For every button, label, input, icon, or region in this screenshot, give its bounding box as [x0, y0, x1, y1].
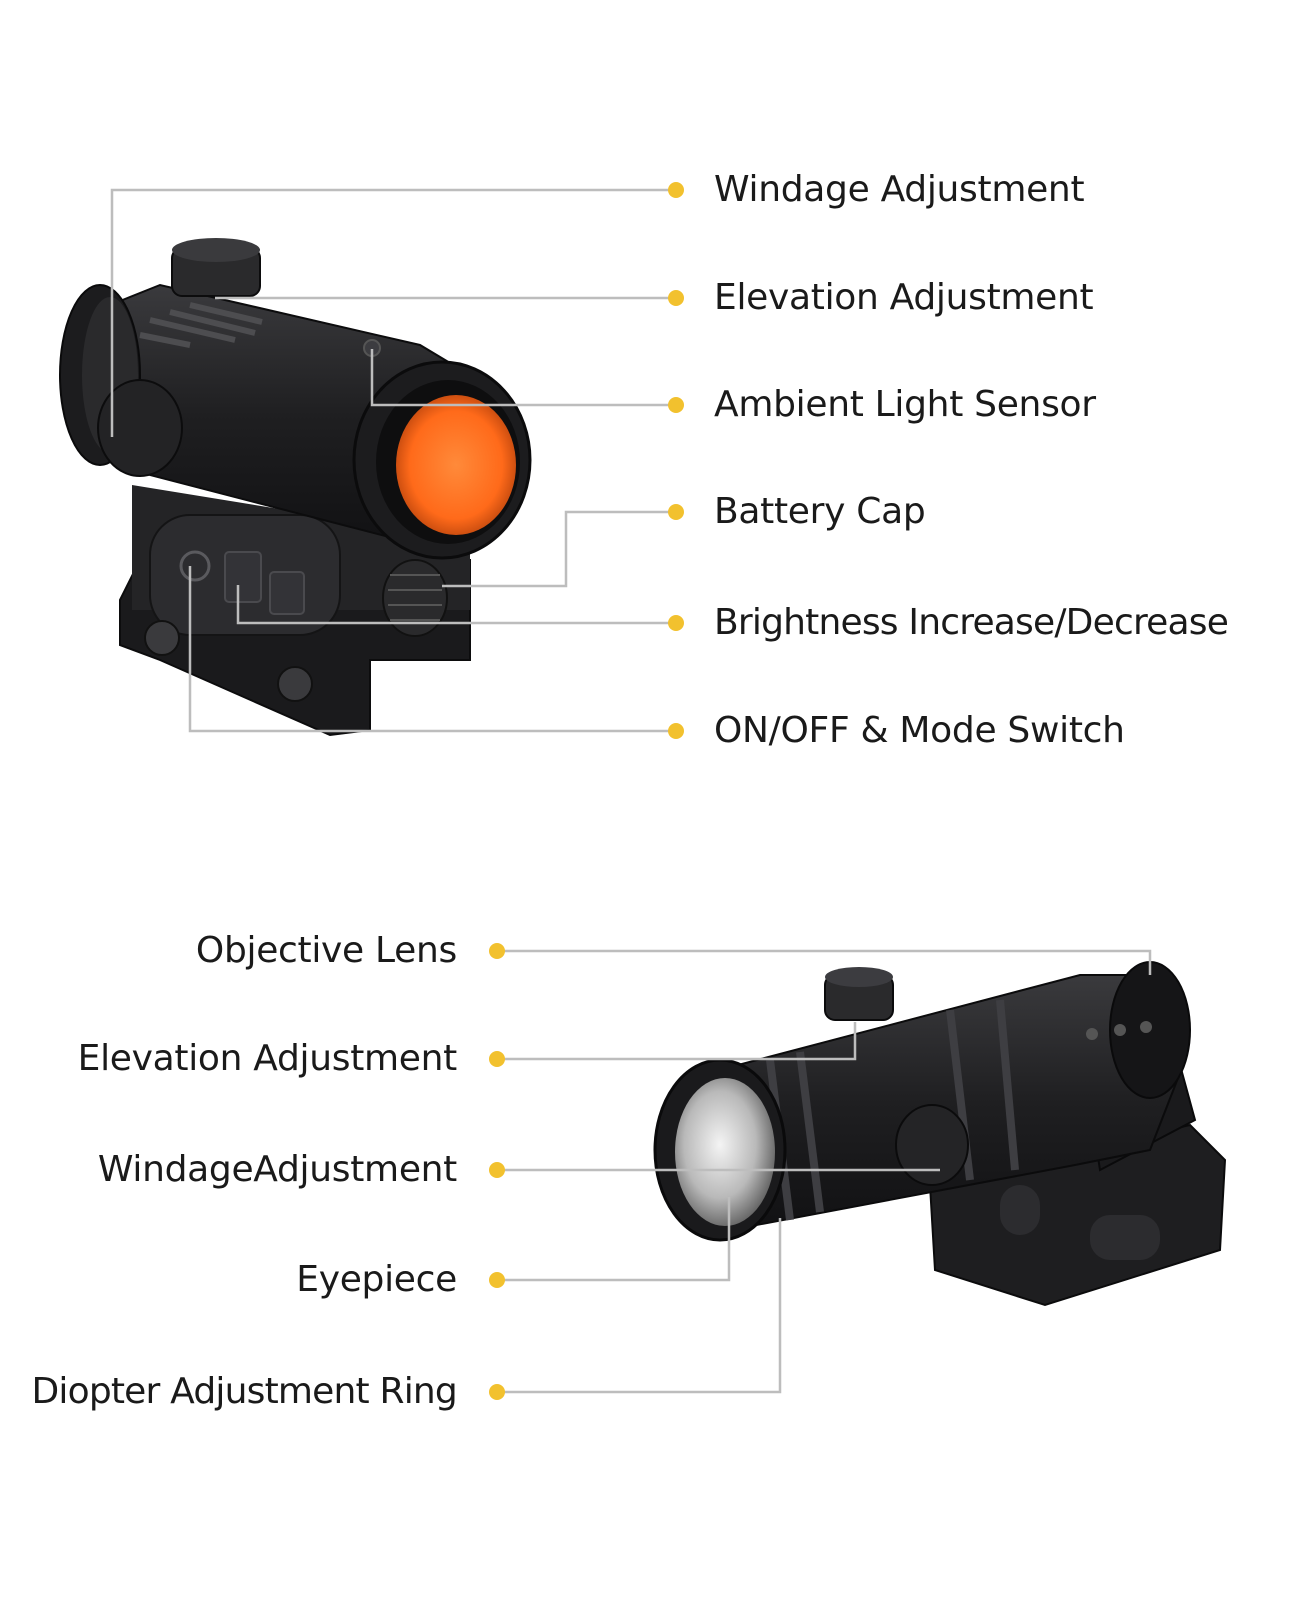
callout-dot — [668, 615, 684, 631]
label-ambient-light-sensor: Ambient Light Sensor — [714, 384, 1096, 425]
callout-dots — [489, 182, 684, 1400]
leader-line — [497, 1022, 857, 1061]
callout-dot — [668, 182, 684, 198]
label-magnifier-windage-adjustment: WindageAdjustment — [97, 1149, 457, 1190]
label-brightness-increase-decrease: Brightness Increase/Decrease — [714, 602, 1229, 643]
label-windage-adjustment: Windage Adjustment — [714, 169, 1085, 210]
callout-dot — [668, 723, 684, 739]
red-dot-sight-image — [59, 238, 532, 737]
callout-dot — [668, 397, 684, 413]
magnifier-image — [653, 961, 1227, 1307]
callout-dot — [489, 943, 505, 959]
leader-line — [442, 510, 676, 588]
label-eyepiece: Eyepiece — [296, 1259, 457, 1300]
label-elevation-adjustment: Elevation Adjustment — [714, 277, 1094, 318]
label-diopter-adjustment-ring: Diopter Adjustment Ring — [31, 1371, 457, 1412]
callout-dot — [668, 504, 684, 520]
leader-lines — [110, 188, 1152, 1394]
callout-dot — [668, 290, 684, 306]
leader-line — [497, 949, 1152, 975]
leader-line — [497, 1197, 731, 1282]
label-magnifier-elevation-adjustment: Elevation Adjustment — [77, 1038, 458, 1079]
callout-dot — [489, 1162, 505, 1178]
callout-dot — [489, 1384, 505, 1400]
callout-dot — [489, 1051, 505, 1067]
leader-line — [497, 1218, 782, 1394]
callout-dot — [489, 1272, 505, 1288]
leader-line — [236, 585, 676, 625]
label-on-off-mode-switch: ON/OFF & Mode Switch — [714, 710, 1125, 751]
leader-line — [110, 188, 676, 437]
label-battery-cap: Battery Cap — [714, 491, 926, 532]
label-objective-lens: Objective Lens — [195, 930, 457, 971]
leader-line — [188, 566, 676, 733]
leader-line — [370, 349, 676, 407]
